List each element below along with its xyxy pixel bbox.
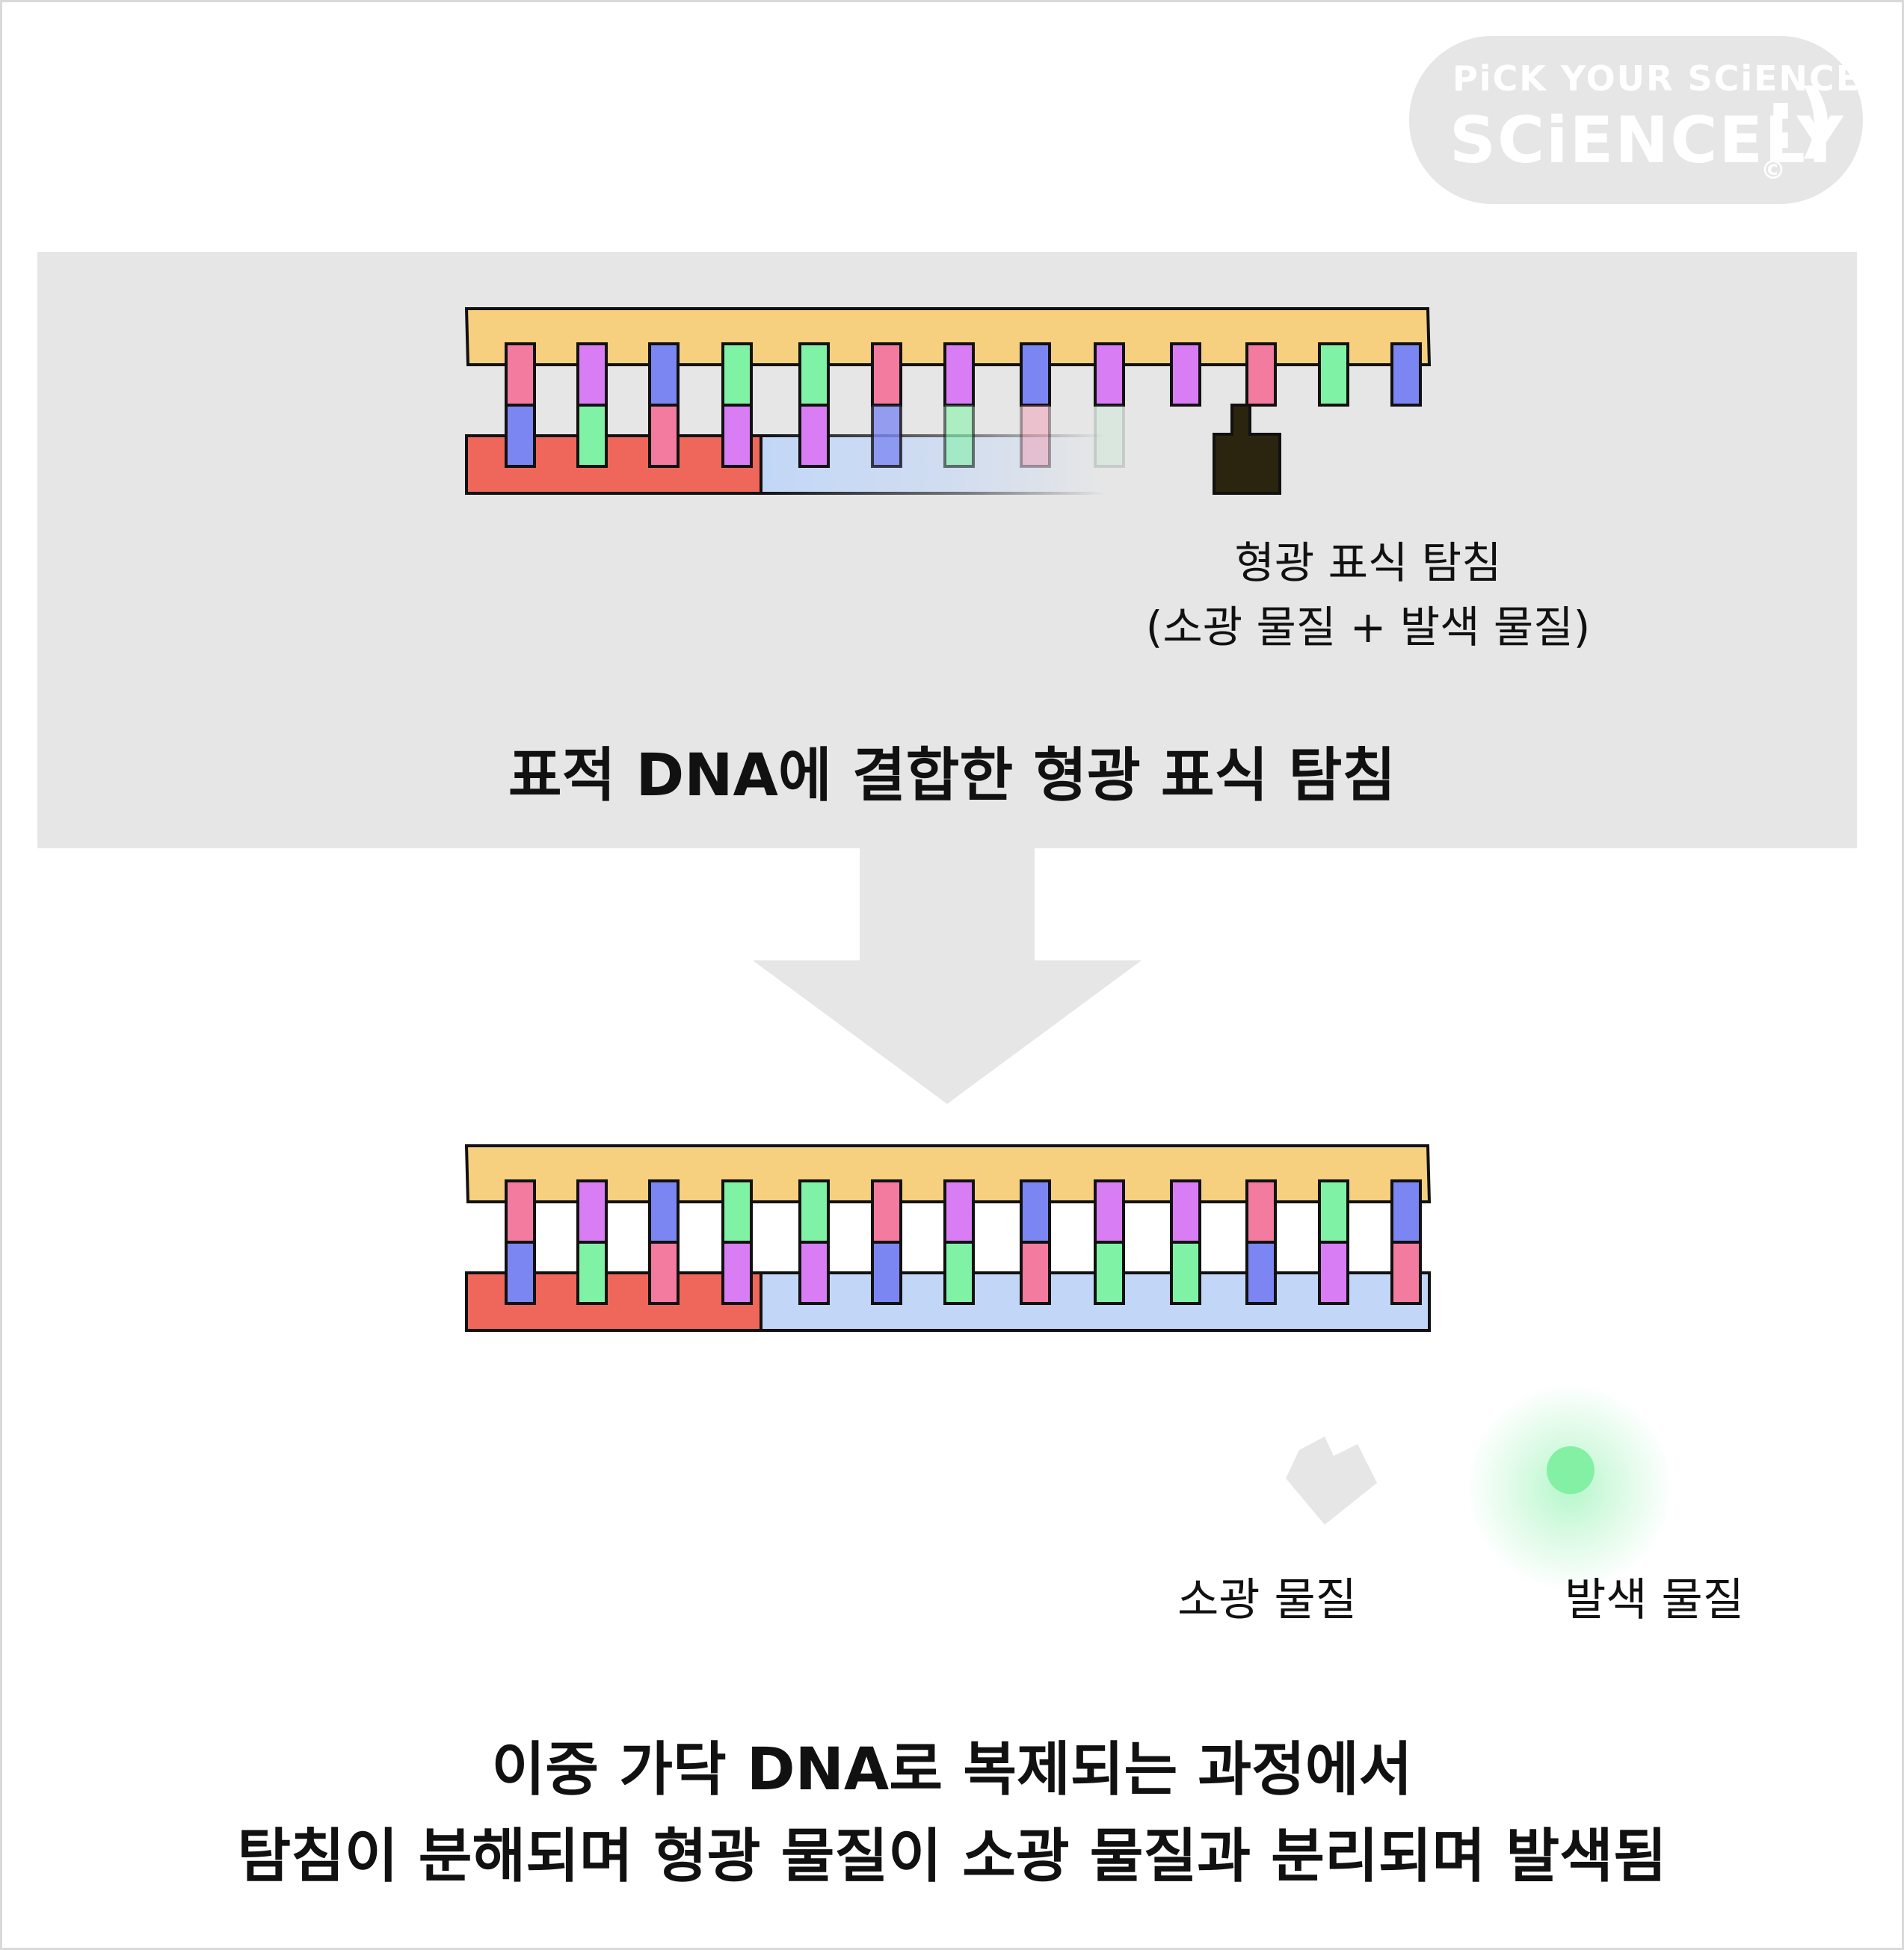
template-base xyxy=(576,1179,608,1244)
template-base xyxy=(721,1179,753,1244)
probe-label-title: 형광 표식 탐침 xyxy=(1234,537,1502,588)
probe-label: 형광 표식 탐침 (소광 물질 + 발색 물질) xyxy=(1114,531,1622,659)
new-base xyxy=(943,1241,975,1305)
new-base xyxy=(871,404,902,468)
new-base xyxy=(1020,404,1051,468)
dna-with-probe xyxy=(464,307,1432,495)
template-base xyxy=(1318,342,1349,407)
top-panel-caption: 표적 DNA에 결합한 형광 표식 탐침 xyxy=(508,742,1396,809)
template-base xyxy=(576,342,608,407)
template-base xyxy=(1318,1179,1349,1244)
new-base xyxy=(505,1241,536,1305)
reporter-dot xyxy=(1547,1446,1595,1494)
new-base xyxy=(1170,1241,1201,1305)
template-base xyxy=(1170,342,1201,407)
new-base xyxy=(1094,1241,1125,1305)
logo-copyright: © xyxy=(1760,155,1786,185)
new-base xyxy=(1094,404,1125,468)
new-base xyxy=(721,404,753,468)
template-base xyxy=(1390,1179,1422,1244)
bottom-caption-line1: 이중 가닥 DNA로 복제되는 과정에서 xyxy=(491,1736,1413,1804)
new-base xyxy=(576,1241,608,1305)
new-base xyxy=(1245,1241,1277,1305)
fluorescent-probe-icon xyxy=(1213,404,1281,495)
template-base xyxy=(1020,1179,1051,1244)
logo-name: SCiENCELY xyxy=(1449,103,1845,178)
new-base xyxy=(576,404,608,468)
template-base xyxy=(721,342,753,407)
template-base xyxy=(505,1179,536,1244)
template-base xyxy=(648,342,680,407)
new-base xyxy=(1318,1241,1349,1305)
logo-subtitle: PiCK YOUR SCiENCE xyxy=(1452,58,1861,99)
template-base xyxy=(1245,1179,1277,1244)
template-base xyxy=(798,1179,830,1244)
new-base xyxy=(798,1241,830,1305)
bottom-caption-line2: 탐침이 분해되며 형광 물질이 소광 물질과 분리되며 발색됨 xyxy=(237,1823,1667,1890)
template-base xyxy=(1390,342,1422,407)
template-base xyxy=(505,342,536,407)
template-base xyxy=(1245,342,1277,407)
new-base xyxy=(648,404,680,468)
quencher-label: 소광 물질 xyxy=(1177,1574,1357,1626)
dna-replicated xyxy=(464,1144,1432,1332)
new-base xyxy=(871,1241,902,1305)
new-base xyxy=(505,404,536,468)
template-base xyxy=(798,342,830,407)
new-base xyxy=(721,1241,753,1305)
new-base xyxy=(648,1241,680,1305)
new-base xyxy=(943,404,975,468)
down-arrow-shaft xyxy=(860,848,1035,960)
new-base xyxy=(1020,1241,1051,1305)
sciencely-logo: PiCK YOUR SCiENCE SCiENCELY :) © xyxy=(1409,36,1863,204)
template-base xyxy=(871,1179,902,1244)
template-base xyxy=(943,342,975,407)
template-base xyxy=(1170,1179,1201,1244)
template-base xyxy=(1020,342,1051,407)
template-base xyxy=(871,342,902,407)
reporter-label: 발색 물질 xyxy=(1565,1574,1744,1626)
template-base xyxy=(1094,342,1125,407)
new-base xyxy=(1390,1241,1422,1305)
bottom-caption: 이중 가닥 DNA로 복제되는 과정에서 탐침이 분해되며 형광 물질이 소광 … xyxy=(0,1727,1904,1900)
new-base xyxy=(798,404,830,468)
down-arrow-head xyxy=(753,960,1142,1104)
probe-label-subtitle: (소광 물질 + 발색 물질) xyxy=(1145,602,1591,652)
template-base xyxy=(1094,1179,1125,1244)
template-base xyxy=(648,1179,680,1244)
quencher-fragment-icon xyxy=(1286,1437,1377,1525)
template-base xyxy=(943,1179,975,1244)
